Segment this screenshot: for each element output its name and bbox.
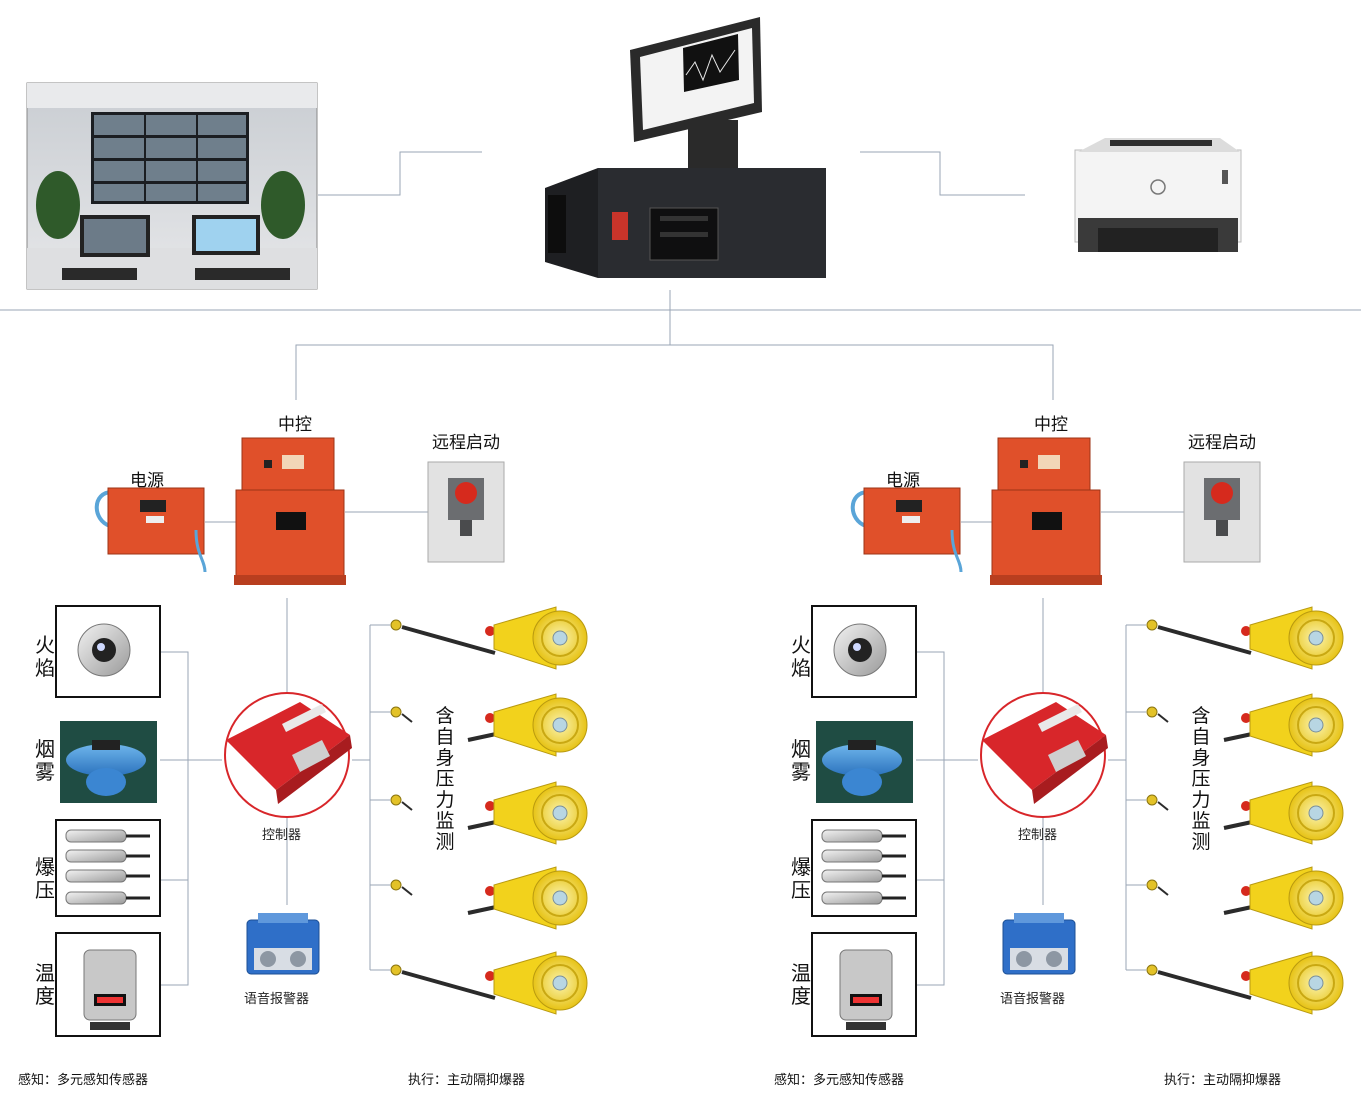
suppressor-1 <box>390 606 588 670</box>
power-supply-box <box>850 487 963 573</box>
controller-device <box>980 692 1108 818</box>
voice-alarm-device <box>1002 913 1076 975</box>
power-supply-box <box>94 487 207 573</box>
caption-sensing: 感知：多元感知传感器 <box>18 1073 149 1088</box>
suppressor-4 <box>390 866 588 930</box>
suppressor-4 <box>1146 866 1344 930</box>
suppressor-5 <box>390 951 588 1015</box>
subsystem-right <box>811 437 1344 1037</box>
controller-label: 控制器 <box>262 828 302 843</box>
controller-device <box>224 692 352 818</box>
suppressor-3 <box>390 781 588 845</box>
sensor-blast-pressure-label: 爆压 <box>35 855 55 902</box>
suppressor-1 <box>1146 606 1344 670</box>
printer <box>1074 138 1242 252</box>
top-connector-lines <box>0 151 1361 400</box>
caption-execution: 执行：主动隔抑爆器 <box>408 1073 526 1088</box>
central-control-cabinet <box>234 437 346 585</box>
central-control-label: 中控 <box>1034 415 1068 435</box>
suppressor-5 <box>1146 951 1344 1015</box>
remote-start-label: 远程启动 <box>432 433 500 453</box>
suppressor-group <box>1146 606 1344 1015</box>
controller-label: 控制器 <box>1018 828 1058 843</box>
caption-sensing: 感知：多元感知传感器 <box>774 1073 905 1088</box>
blast-pressure-sensor-image <box>811 819 917 917</box>
blast-pressure-sensor-image <box>55 819 161 917</box>
sensor-flame-label: 火焰 <box>35 633 55 680</box>
subsystem-wiring <box>916 511 1184 986</box>
subsystem-wiring <box>160 511 428 986</box>
pressure-monitor-label: 含自身压力监测 <box>1191 705 1211 853</box>
sensor-images <box>811 605 917 1037</box>
power-supply-label: 电源 <box>130 471 164 491</box>
subsystem-left <box>55 437 588 1037</box>
sensor-smoke-label: 烟雾 <box>35 737 55 784</box>
central-control-label: 中控 <box>278 415 312 435</box>
server-with-monitor <box>545 17 826 278</box>
temperature-sensor-image <box>55 932 161 1037</box>
sensor-flame-label: 火焰 <box>791 633 811 680</box>
suppressor-3 <box>1146 781 1344 845</box>
sensor-temperature-label: 温度 <box>35 961 55 1008</box>
flame-sensor-image <box>811 605 917 698</box>
caption-execution: 执行：主动隔抑爆器 <box>1164 1073 1282 1088</box>
video-wall-room <box>26 82 318 290</box>
voice-alarm-device <box>246 913 320 975</box>
remote-start-label: 远程启动 <box>1188 433 1256 453</box>
sensor-smoke-label: 烟雾 <box>791 737 811 784</box>
pressure-monitor-label: 含自身压力监测 <box>435 705 455 853</box>
flame-sensor-image <box>55 605 161 698</box>
remote-start-box <box>1183 461 1261 563</box>
suppressor-2 <box>1146 693 1344 757</box>
sensor-blast-pressure-label: 爆压 <box>791 855 811 902</box>
suppressor-2 <box>390 693 588 757</box>
remote-start-box <box>427 461 505 563</box>
sensor-temperature-label: 温度 <box>791 961 811 1008</box>
smoke-sensor-image <box>60 721 157 803</box>
sensor-images <box>55 605 161 1037</box>
central-control-cabinet <box>990 437 1102 585</box>
power-supply-label: 电源 <box>886 471 920 491</box>
suppressor-group <box>390 606 588 1015</box>
voice-alarm-label: 语音报警器 <box>244 992 310 1007</box>
smoke-sensor-image <box>816 721 913 803</box>
voice-alarm-label: 语音报警器 <box>1000 992 1066 1007</box>
temperature-sensor-image <box>811 932 917 1037</box>
